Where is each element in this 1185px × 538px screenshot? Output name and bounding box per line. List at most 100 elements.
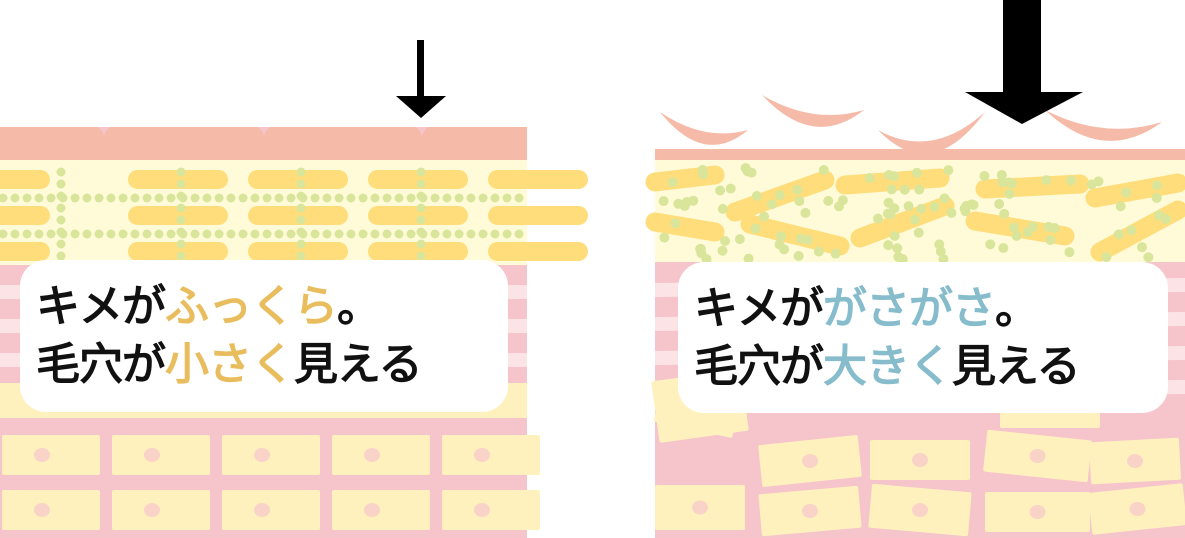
right-cell [654,402,736,438]
left-moisture-dot [478,229,488,239]
left-moisture-dot [406,193,416,203]
right-moisture-dot [883,169,894,180]
right-moisture-dot [1143,252,1154,263]
right-moisture-dot [899,184,910,195]
left-moisture-dot [250,229,260,239]
left-moisture-dot [154,229,164,239]
left-moisture-dot [82,229,92,239]
left-moisture-dot [346,229,356,239]
right-moisture-dot [935,246,946,257]
right-moisture-dot [715,185,726,196]
left-nucleus [34,448,50,462]
left-moisture-dot [176,167,186,177]
right-moisture-dot [943,165,954,176]
left-moisture-dot [176,191,186,201]
left-moisture-dot [118,193,128,203]
left-moisture-dot [190,193,200,203]
left-moisture-dot [46,193,56,203]
left-cell [222,435,320,475]
left-moisture-dot [490,193,500,203]
left-moisture-dot [382,229,392,239]
left-moisture-dot [394,229,404,239]
right-moisture-dot [1004,188,1015,199]
left-moisture-dot [176,215,186,225]
right-moisture-dot [910,214,921,225]
right-moisture-dot [740,163,751,174]
left-moisture-dot [0,229,8,239]
right-moisture-dot [1043,221,1054,232]
right-moisture-dot [725,183,736,194]
left-moisture-dot [478,193,488,203]
left-nucleus [144,503,160,517]
left-moisture-dot [190,229,200,239]
left-moisture-dot [454,229,464,239]
left-cell [332,435,430,475]
right-moisture-dot [1121,187,1132,198]
right-moisture-dot [717,245,728,256]
left-moisture-dot [226,193,236,203]
right-caption-line2: 毛穴が大きく見える [694,338,1168,396]
left-moisture-dot [202,229,212,239]
right-caption-box: キメががさがさ。 毛穴が大きく見える [678,262,1168,413]
left-moisture-dot [416,227,426,237]
left-moisture-dot [70,193,80,203]
right-moisture-dot [673,198,684,209]
right-moisture-dot [1086,179,1097,190]
left-moisture-dot [56,215,66,225]
right-moisture-dot [1151,192,1162,203]
left-moisture-dot [106,229,116,239]
right-moisture-dot [886,184,897,195]
left-moisture-dot [176,227,186,237]
right-moisture-dot [938,254,949,265]
right-moisture-dot [1101,252,1112,263]
left-moisture-dot [416,251,426,261]
left-moisture-dot [406,229,416,239]
right-nucleus [1129,502,1146,516]
right-moisture-dot [1113,229,1124,240]
left-moisture-dot [358,229,368,239]
left-moisture-dot [166,229,176,239]
caption-text: 。 [995,282,1039,334]
left-cell [332,490,430,530]
right-moisture-dot [1126,225,1137,236]
left-caption-line1: キメがふっくら。 [36,278,508,336]
left-moisture-dot [296,251,306,261]
right-moisture-dot [774,190,785,201]
left-nucleus [474,503,490,517]
right-moisture-dot [979,170,990,181]
left-moisture-dot [154,193,164,203]
right-moisture-dot [994,199,1005,210]
left-moisture-dot [370,193,380,203]
left-moisture-dot [466,229,476,239]
left-moisture-dot [358,193,368,203]
right-moisture-dot [1151,180,1162,191]
left-moisture-dot [430,193,440,203]
left-nucleus [364,448,380,462]
left-moisture-dot [214,193,224,203]
left-stratum-corneum [0,127,527,160]
left-moisture-dot [502,193,512,203]
left-cell [112,490,210,530]
left-moisture-dot [442,229,452,239]
left-moisture-dot [466,193,476,203]
left-nucleus [364,503,380,517]
right-moisture-dot [759,211,770,222]
left-moisture-dot [10,193,20,203]
right-moisture-dot [1027,221,1038,232]
peeling-flake [660,112,748,145]
small-arrow-head [396,96,446,118]
caption-text: 見える [952,340,1081,392]
left-moisture-dot [56,251,66,261]
peeling-flake [1045,110,1162,141]
left-moisture-dot [416,239,426,249]
right-moisture-dot [681,196,692,207]
right-cell-bar [1085,173,1185,208]
left-nucleus [34,503,50,517]
left-moisture-dot [514,229,524,239]
left-cell-bar [368,206,468,225]
left-moisture-dot [346,193,356,203]
left-cell [442,490,540,530]
left-moisture-dot [514,193,524,203]
right-moisture-dot [800,207,811,218]
left-cell-bar [368,170,468,189]
